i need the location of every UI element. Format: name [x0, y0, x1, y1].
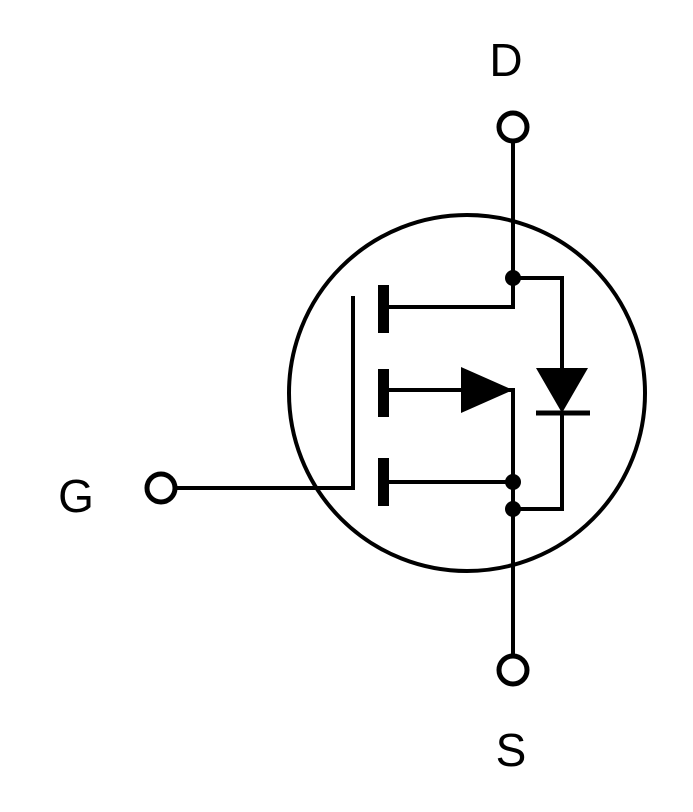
diode-upper-wire — [513, 276, 564, 368]
gate-label: G — [58, 470, 94, 522]
diode-lower-wire — [513, 411, 564, 511]
gate-terminal — [144, 471, 178, 505]
source-terminal — [496, 653, 530, 687]
channel-segment-top — [378, 285, 389, 333]
source-label: S — [496, 724, 527, 776]
junction-dot-source-upper — [505, 474, 521, 490]
diode-triangle-icon — [536, 368, 588, 413]
channel-segment-middle — [378, 369, 389, 417]
transistor-body-circle — [287, 213, 647, 573]
junction-dot-source-lower — [505, 501, 521, 517]
drain-label: D — [489, 34, 522, 86]
body-arrow-icon — [461, 367, 513, 413]
junction-dot-drain — [505, 270, 521, 286]
channel-segment-bottom — [378, 458, 389, 506]
drain-terminal — [496, 110, 530, 144]
